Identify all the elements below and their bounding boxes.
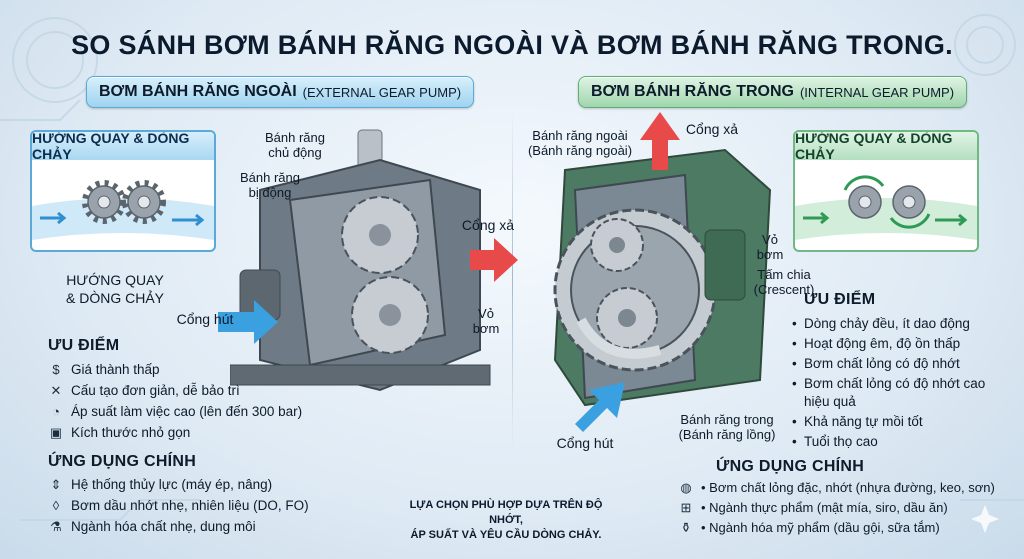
label-outer-gear-line-2: (Bánh răng ngoài) <box>527 143 633 158</box>
list-item: Hoạt động êm, độ ồn thấp <box>792 335 992 353</box>
label-internal-inlet: Cổng hút <box>556 435 614 451</box>
label-inner-gear: Bánh răng trong (Bánh răng lồng) <box>672 412 782 442</box>
list-item: ⚱• Ngành hóa mỹ phẩm (dầu gội, sữa tắm) <box>678 518 995 538</box>
internal-advantages-list: Dòng chảy đều, ít dao động Hoạt động êm,… <box>792 315 992 453</box>
label-external-casing-line-1: Vỏ <box>478 306 494 321</box>
label-idler-gear: Bánh răng bị động <box>230 170 310 200</box>
cube-icon: ▣ <box>49 425 63 440</box>
label-drive-gear-line-2: chủ động <box>268 145 322 160</box>
label-outer-gear: Bánh răng ngoài (Bánh răng ngoài) <box>515 128 645 158</box>
label-inner-gear-line-2: (Bánh răng lồng) <box>678 427 776 442</box>
label-crescent-line-1: Tấm chia <box>757 267 811 282</box>
internal-applications-list: ◍• Bơm chất lỏng đặc, nhớt (nhựa đường, … <box>678 478 995 538</box>
label-drive-gear: Bánh răng chủ động <box>255 130 335 160</box>
food-icon: ⊞ <box>680 500 692 515</box>
flask-icon: ⚗ <box>50 519 62 534</box>
list-item: ⚗Ngành hóa chất nhẹ, dung môi <box>48 516 309 537</box>
external-pill-main: BƠM BÁNH RĂNG NGOÀI <box>99 83 297 100</box>
external-pill-sub: (EXTERNAL GEAR PUMP) <box>302 84 462 100</box>
external-flow-caption: HƯỚNG QUAY & DÒNG CHẢY <box>40 271 190 307</box>
label-drive-gear-line-1: Bánh răng <box>265 130 325 145</box>
internal-outlet-arrow <box>640 112 680 170</box>
internal-flow-box: HƯỚNG QUAY & DÒNG CHẢY <box>793 130 979 252</box>
page-title: SO SÁNH BƠM BÁNH RĂNG NGOÀI VÀ BƠM BÁNH … <box>71 30 953 60</box>
label-crescent: Tấm chia (Crescent) <box>744 267 824 297</box>
internal-flow-title: HƯỚNG QUAY & DÒNG CHẢY <box>795 132 977 162</box>
label-inner-gear-line-1: Bánh răng trong <box>680 412 774 427</box>
external-inlet-arrow <box>218 300 278 344</box>
center-divider <box>512 110 513 450</box>
label-external-inlet: Cổng hút <box>176 311 234 327</box>
label-external-casing: Vỏ bơm <box>464 306 508 336</box>
list-item: ⊞• Ngành thực phẩm (mật mía, siro, dầu ă… <box>678 498 995 518</box>
label-internal-casing-line-2: bơm <box>756 247 784 262</box>
cosmetic-icon: ⚱ <box>680 520 692 535</box>
internal-inlet-arrow <box>575 382 625 432</box>
external-flow-illustration <box>32 180 214 240</box>
money-icon: $ <box>52 362 60 377</box>
label-external-casing-line-2: bơm <box>472 321 500 336</box>
label-internal-casing-line-1: Vỏ <box>762 232 778 247</box>
label-internal-casing: Vỏ bơm <box>750 232 790 262</box>
hydraulic-icon: ⇕ <box>50 477 62 492</box>
external-flow-title: HƯỚNG QUAY & DÒNG CHẢY <box>32 132 214 162</box>
external-applications-title: ỨNG DỤNG CHÍNH <box>48 453 197 470</box>
oil-drop-icon: ◊ <box>52 498 60 513</box>
external-outlet-arrow <box>470 238 518 282</box>
external-advantages-title: ƯU ĐIỂM <box>48 337 120 354</box>
list-item: Tuổi thọ cao <box>792 433 992 451</box>
label-internal-outlet: Cổng xả <box>685 121 739 137</box>
flow-caption-line-2: & DÒNG CHẢY <box>65 290 164 306</box>
list-item: ▣Kích thước nhỏ gọn <box>49 425 191 440</box>
list-item: Bơm chất lỏng có độ nhớt <box>792 355 992 373</box>
list-item: Dòng chảy đều, ít dao động <box>792 315 992 333</box>
label-outer-gear-line-1: Bánh răng ngoài <box>532 128 628 143</box>
gauge-icon: ◔ <box>52 404 60 419</box>
list-item: Khả năng tự mồi tốt <box>792 413 992 431</box>
list-item: ✕Cấu tạo đơn giản, dễ bảo trì <box>48 380 302 401</box>
external-flow-box: HƯỚNG QUAY & DÒNG CHẢY <box>30 130 216 252</box>
list-item: ◊Bơm dầu nhớt nhẹ, nhiên liệu (DO, FO) <box>48 495 309 516</box>
internal-flow-illustration <box>795 175 977 240</box>
external-advantages-list: $Giá thành thấp ✕Cấu tạo đơn giản, dễ bả… <box>48 359 302 443</box>
list-item: ◔Áp suất làm việc cao (lên đến 300 bar) <box>48 401 302 422</box>
label-external-outlet: Cổng xả <box>461 217 515 233</box>
external-gear-pump-illustration <box>230 129 491 392</box>
tools-icon: ✕ <box>50 383 62 398</box>
footer-line-1: LỰA CHỌN PHÙ HỢP DỰA TRÊN ĐỘ NHỚT, <box>409 499 603 526</box>
internal-applications-title: ỨNG DỤNG CHÍNH <box>716 458 865 475</box>
list-item: $Giá thành thấp <box>48 359 302 380</box>
internal-advantages-title: ƯU ĐIỂM <box>804 291 876 308</box>
footer-line-2: ÁP SUẤT VÀ YÊU CẦU DÒNG CHẢY. <box>410 529 602 541</box>
internal-pump-pill: BƠM BÁNH RĂNG TRONG (INTERNAL GEAR PUMP) <box>578 76 968 108</box>
internal-gear-pump-illustration <box>553 148 772 407</box>
label-crescent-line-2: (Crescent) <box>753 282 815 297</box>
internal-pill-sub: (INTERNAL GEAR PUMP) <box>799 84 955 100</box>
label-idler-gear-line-2: bị động <box>248 185 292 200</box>
flow-caption-line-1: HƯỚNG QUAY <box>66 272 164 288</box>
internal-pill-main: BƠM BÁNH RĂNG TRONG <box>591 83 794 100</box>
external-applications-list: ⇕Hệ thống thủy lực (máy ép, nâng) ◊Bơm d… <box>48 474 309 537</box>
jar-icon: ◍ <box>680 480 692 495</box>
list-item: Bơm chất lỏng có độ nhớt cao hiệu quả <box>792 375 992 411</box>
footer-note: LỰA CHỌN PHÙ HỢP DỰA TRÊN ĐỘ NHỚT, ÁP SU… <box>395 498 617 543</box>
external-pump-pill: BƠM BÁNH RĂNG NGOÀI (EXTERNAL GEAR PUMP) <box>86 76 475 108</box>
list-item: ◍• Bơm chất lỏng đặc, nhớt (nhựa đường, … <box>678 478 995 498</box>
list-item: ⇕Hệ thống thủy lực (máy ép, nâng) <box>48 474 309 495</box>
label-idler-gear-line-1: Bánh răng <box>240 170 300 185</box>
